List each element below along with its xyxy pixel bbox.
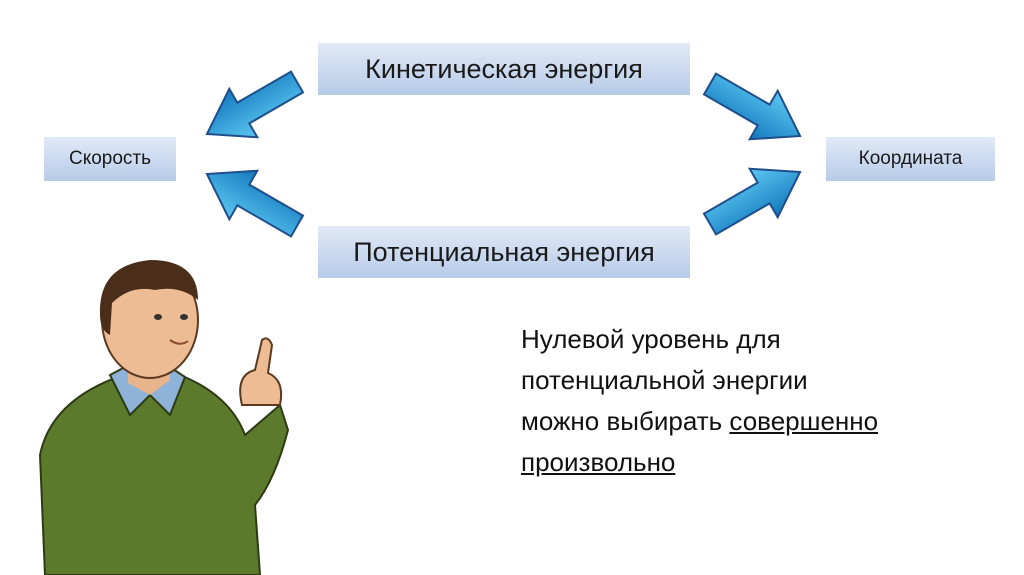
note-line-2: потенциальной энергии [521, 365, 808, 395]
arrow-potential-to-speed [191, 148, 312, 252]
coordinate-box: Координата [826, 137, 995, 181]
note-line-4: произвольно [521, 442, 1001, 483]
arrow-kinetic-to-speed [191, 56, 312, 160]
pointing-man-illustration [38, 260, 290, 575]
speed-box: Скорость [44, 137, 176, 181]
arrow-kinetic-to-coordinate [695, 58, 816, 162]
note-line-3-text: можно выбирать [521, 406, 730, 436]
kinetic-energy-box: Кинетическая энергия [318, 43, 690, 95]
note-emphasis-2: произвольно [521, 447, 676, 477]
coordinate-label: Координата [858, 148, 963, 169]
potential-energy-label: Потенциальная энергия [353, 236, 655, 267]
kinetic-energy-label: Кинетическая энергия [365, 53, 643, 84]
note-line-1: Нулевой уровень для [521, 324, 781, 354]
zero-level-note: Нулевой уровень для потенциальной энерги… [521, 319, 1001, 483]
speed-label: Скорость [68, 148, 152, 169]
note-emphasis-1: совершенно [729, 406, 879, 436]
note-line-3: можно выбирать совершенно [521, 401, 1001, 442]
potential-energy-box: Потенциальная энергия [318, 226, 690, 278]
arrow-potential-to-coordinate [695, 146, 816, 250]
